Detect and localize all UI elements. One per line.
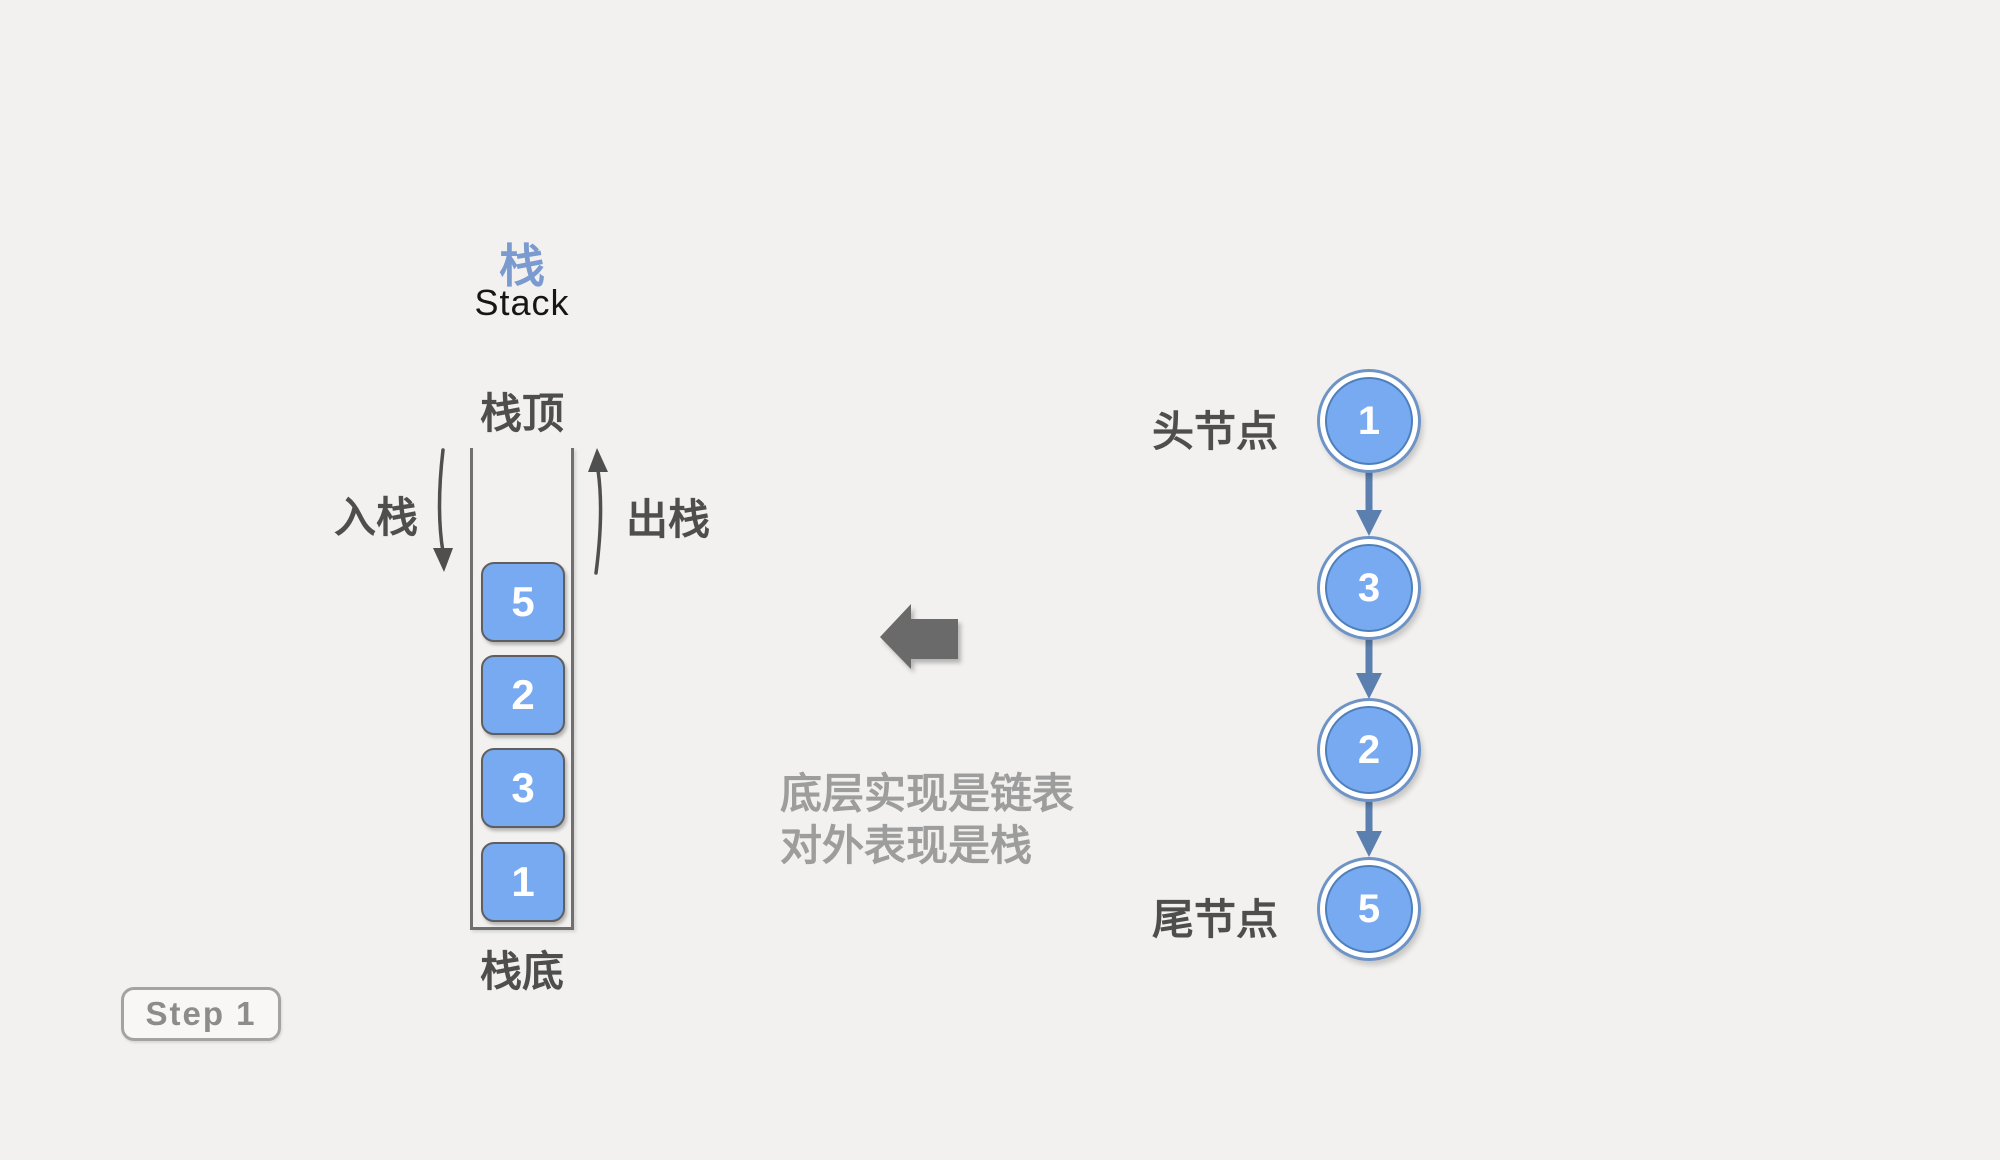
- pop-up-arrow-icon: [588, 448, 608, 575]
- stack-top-label: 栈顶: [479, 390, 564, 437]
- annotation-line-2: 对外表现是栈: [780, 822, 1033, 869]
- push-down-arrow-icon: [433, 448, 453, 572]
- stack-container: [470, 448, 574, 930]
- list-node: 3: [1325, 544, 1413, 632]
- push-label: 入栈: [333, 494, 418, 541]
- stack-block: 2: [481, 655, 565, 735]
- list-node: 1: [1325, 377, 1413, 465]
- left-block-arrow-icon: [880, 604, 958, 669]
- page-title-zh: 栈: [499, 240, 545, 292]
- link-arrow-icon: [1356, 796, 1382, 857]
- stack-block: 3: [481, 748, 565, 828]
- annotation-text: 底层实现是链表 对外表现是栈: [780, 768, 1074, 872]
- head-node-label: 头节点: [1151, 408, 1278, 455]
- link-arrow-icon: [1356, 469, 1382, 536]
- link-arrow-icon: [1356, 636, 1382, 699]
- list-node: 5: [1325, 865, 1413, 953]
- page-title-en: Stack: [474, 282, 570, 323]
- pop-label: 出栈: [625, 496, 710, 543]
- step-button[interactable]: Step 1: [121, 987, 281, 1041]
- annotation-line-1: 底层实现是链表: [780, 770, 1075, 817]
- tail-node-label: 尾节点: [1151, 896, 1278, 943]
- list-node: 2: [1325, 706, 1413, 794]
- stack-bottom-label: 栈底: [479, 948, 564, 995]
- stack-block: 5: [481, 562, 565, 642]
- stack-block: 1: [481, 842, 565, 922]
